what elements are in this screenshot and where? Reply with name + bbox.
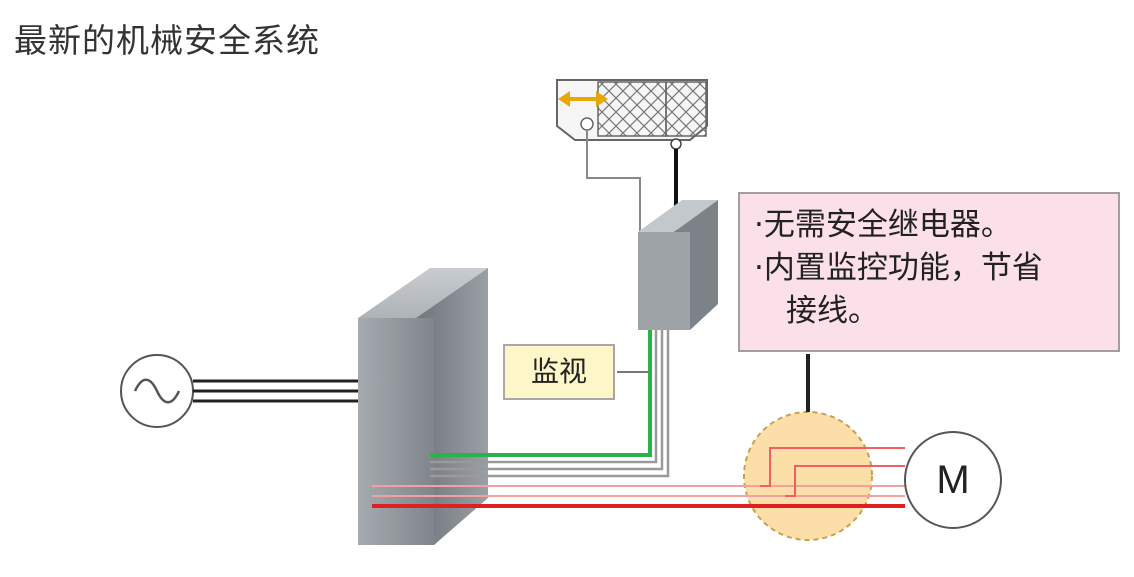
monitor-label-box: 监视 <box>503 344 615 400</box>
safety-door-switch-icon <box>556 79 708 150</box>
highlight-circle <box>743 411 873 541</box>
safety-controller-icon <box>638 200 718 330</box>
page-title: 最新的机械安全系统 <box>14 21 320 60</box>
motor-icon <box>904 431 1002 529</box>
motor-label: M <box>936 458 970 502</box>
callout-line-1: ·无需安全继电器。 <box>754 207 1012 243</box>
control-cabinet-icon <box>358 268 488 545</box>
callout-line-3: 接线。 <box>786 293 879 329</box>
feature-callout: ·无需安全继电器。 ·内置监控功能，节省 接线。 <box>738 192 1120 352</box>
callout-line-2: ·内置监控功能，节省 <box>754 250 1043 286</box>
motor-drive-wires <box>372 447 905 508</box>
double-arrow-icon <box>558 91 608 107</box>
ac-power-source-icon <box>120 354 194 428</box>
power-feed-wires <box>193 379 372 403</box>
controller-wires <box>430 330 670 478</box>
